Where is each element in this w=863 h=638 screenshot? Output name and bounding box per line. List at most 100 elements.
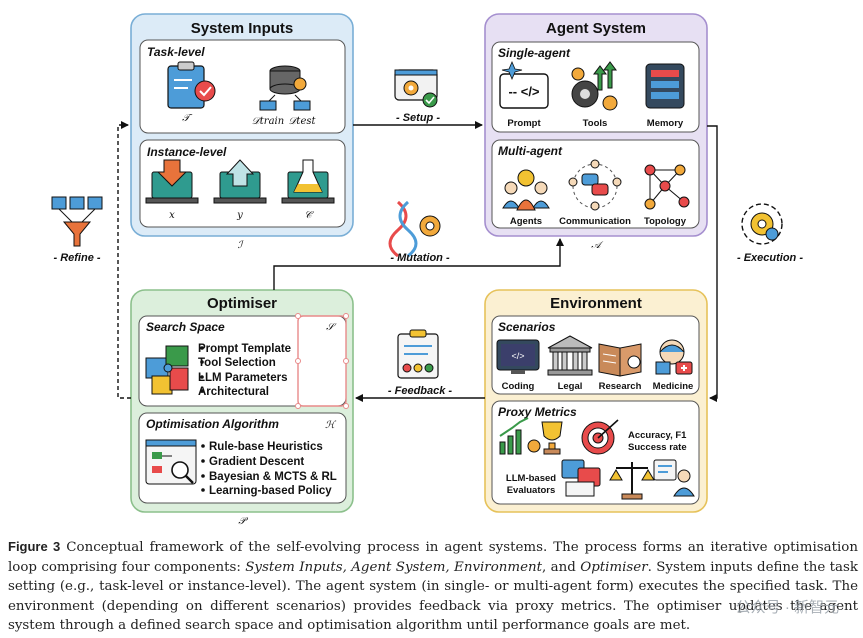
multi-agent-title: Multi-agent [498,144,563,158]
legal-icon [547,335,593,376]
setup-label: - Setup - [396,112,440,124]
reviewer-icon [653,459,695,497]
evaluator-line-1: LLM-based [506,473,556,484]
algorithm-item-4: Learning-based Policy [209,485,332,497]
communication-label: Communication [559,216,631,227]
mutation-arrow [273,238,564,290]
caption-optimiser: Optimiser [580,559,648,575]
system-inputs-panel: System Inputs Task-level 𝒯 [130,13,354,251]
tools-label: Tools [583,118,608,129]
system-inputs-title: System Inputs [191,20,294,37]
setup-gear-icon [394,69,438,108]
test-data-symbol: 𝒟test [288,116,316,127]
task-symbol: 𝒯 [182,113,193,124]
search-space-symbol: 𝒮 [326,322,337,333]
connectors [117,121,718,402]
instance-level-box: Instance-level x y 𝒞 [139,139,346,228]
research-label: Research [599,381,642,392]
mutation-label: - Mutation - [390,252,450,264]
flowchart-search-icon [145,439,197,485]
single-agent-title: Single-agent [498,46,571,60]
task-level-box: Task-level 𝒯 𝒟trai [139,39,346,134]
mutation-dna-icon [388,200,441,258]
caption-text-e: . System inputs define the task setting … [8,559,859,634]
train-data-symbol: 𝒟train [252,116,284,127]
feedback-label: - Feedback - [388,385,453,397]
prompt-label: Prompt [507,118,541,129]
task-level-title: Task-level [147,45,205,59]
instance-level-title: Instance-level [147,145,227,159]
refine-arrow [117,121,131,399]
scenarios-box: Scenarios </> Coding Legal [491,315,700,395]
figure-caption: Figure 3 Conceptual framework of the sel… [8,537,858,636]
search-space-item-3: LLM Parameters [198,372,287,384]
agents-icon [502,169,550,211]
refine-funnel-icon [51,196,103,247]
proxy-metrics-box: Proxy Metrics Accuracy, F1 Success rat [491,400,700,505]
evaluator-screen-icon [561,459,601,497]
algorithm-item-1: Rule-base Heuristics [209,441,323,453]
algorithm-title: Optimisation Algorithm [146,417,279,431]
topology-icon [644,164,690,210]
execution-arrow [707,125,718,402]
medicine-label: Medicine [653,381,694,392]
agent-symbol: 𝒜 [591,240,604,251]
feedback-clipboard-icon [397,329,439,379]
agent-system-title: Agent System [546,20,646,37]
output-laptop-icon [213,159,267,204]
scales-icon [609,462,655,500]
metrics-line-1: Accuracy, F1 [628,430,687,441]
watermark: 公众号 · 新智元 [735,599,839,616]
caption-text-c: , and [542,559,581,575]
figure-label: Figure 3 [8,539,61,554]
search-space-item-2: Tool Selection [198,357,276,369]
agent-system-panel: Agent System Single-agent -- </> Prompt … [484,13,708,251]
search-space-item-4: Architectural [198,386,269,398]
input-laptop-icon [145,159,199,204]
coding-icon: </> [496,339,540,374]
optimiser-panel: Optimiser Search Space 𝒮 Prompt Template… [130,289,354,527]
target-icon [581,419,619,455]
communication-icon [568,159,622,211]
search-space-title: Search Space [146,320,225,334]
selection-handles [295,313,349,409]
optimisation-algorithm-box: Optimisation Algorithm ℋ Rule-base Heuri… [138,412,347,504]
context-flask-icon [281,159,335,204]
execution-label: - Execution - [737,252,803,264]
algorithm-item-2: Gradient Descent [209,456,304,468]
research-icon [598,343,642,377]
database-icon [259,65,311,111]
multi-agent-box: Multi-agent Agents Communication [491,139,700,229]
optimiser-symbol: 𝒫 [238,516,248,527]
agents-label: Agents [510,216,542,227]
environment-panel: Environment Scenarios </> Coding Legal [484,289,708,513]
inputs-symbol: ℐ [238,240,245,251]
svg-text:-- </>: -- </> [508,84,539,99]
optimiser-title: Optimiser [207,295,277,312]
execution-gear-icon [741,203,783,245]
svg-text:</>: </> [511,351,524,361]
environment-title: Environment [550,295,642,312]
proxy-metrics-title: Proxy Metrics [498,405,577,419]
memory-icon [645,63,685,109]
algorithm-item-3: Bayesian & MCTS & RL [209,471,337,483]
topology-label: Topology [644,216,687,227]
caption-components: System Inputs, Agent System, Environment [245,559,543,575]
context-symbol: 𝒞 [304,210,314,221]
tools-icon [571,61,618,111]
legal-label: Legal [558,381,583,392]
algorithm-symbol: ℋ [325,420,337,431]
caption-text-a: Conceptual framework of the self-evolvin… [8,540,858,575]
scenarios-title: Scenarios [498,320,556,334]
output-symbol: y [236,210,243,221]
refine-label: - Refine - [53,252,100,264]
prompt-icon: -- </> [499,60,549,109]
input-symbol: x [169,210,175,221]
puzzle-icon [145,345,189,395]
single-agent-box: Single-agent -- </> Prompt Tools [491,41,700,133]
metrics-line-2: Success rate [628,442,687,453]
memory-label: Memory [647,118,684,129]
growth-chart-icon [499,417,541,455]
coding-label: Coding [502,381,535,392]
trophy-icon [541,421,563,455]
